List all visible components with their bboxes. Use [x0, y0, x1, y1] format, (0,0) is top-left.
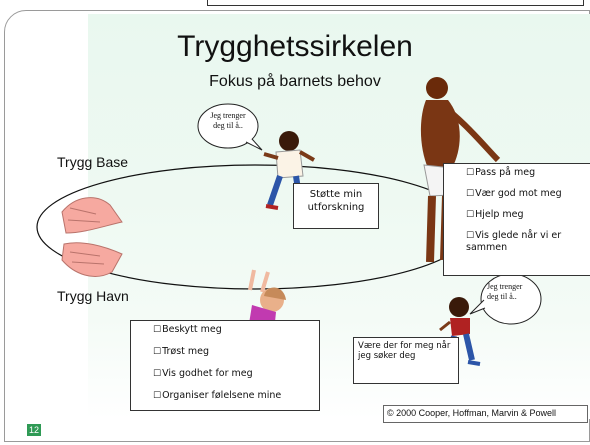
hands-icon	[62, 198, 122, 277]
bottom-need-item: Beskytt meg	[153, 324, 319, 336]
bubble-left-text: Jeg trenger deg til å..	[205, 111, 251, 131]
right-needs-box: Pass på meg Vær god mot meg Hjelp meg Vi…	[443, 163, 590, 276]
right-need-item: Hjelp meg	[466, 209, 590, 221]
right-need-item: Vis glede når vi er sammen	[466, 230, 576, 253]
be-there-box: Være der for meg når jeg søker deg	[353, 337, 459, 384]
right-need-item: Vær god mot meg	[466, 188, 590, 200]
support-exploration-box: Støtte min utforskning	[293, 183, 379, 229]
bottom-needs-box: Beskytt meg Trøst meg Vis godhet for meg…	[130, 320, 320, 411]
safe-base-label: Trygg Base	[57, 154, 128, 170]
bubble-right-text: Jeg trenger deg til å..	[487, 282, 535, 302]
page-number-badge: 12	[27, 424, 41, 436]
speech-bubble-right-tail	[470, 300, 485, 314]
bottom-need-item: Organiser følelsene mine	[153, 390, 319, 402]
copyright-box: © 2000 Cooper, Hoffman, Marvin & Powell	[383, 405, 588, 423]
bottom-need-item: Vis godhet for meg	[153, 368, 319, 380]
right-need-item: Pass på meg	[466, 167, 590, 179]
safe-haven-label: Trygg Havn	[57, 288, 129, 304]
bottom-need-item: Trøst meg	[153, 346, 319, 358]
